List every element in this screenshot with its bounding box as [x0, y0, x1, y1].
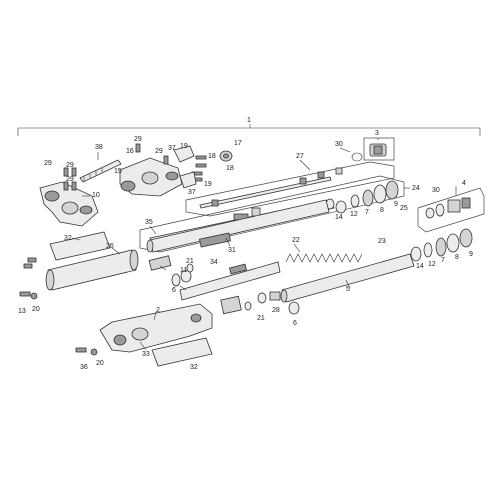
- label-38: 38: [95, 144, 103, 151]
- label-23: 23: [378, 238, 386, 245]
- label-12a: 12: [350, 211, 358, 218]
- label-35: 35: [145, 219, 153, 226]
- assembly-bracket: 1: [17, 117, 481, 136]
- label-28: 28: [272, 307, 280, 314]
- label-4: 4: [462, 180, 466, 187]
- label-18a: 18: [208, 153, 216, 160]
- label-6a: 6: [172, 287, 176, 294]
- label-12b: 12: [428, 261, 436, 268]
- label-14b: 14: [416, 263, 424, 270]
- fork-leg-components: [148, 255, 281, 301]
- label-19a: 19: [180, 143, 188, 150]
- label-32a: 32: [64, 235, 72, 242]
- tube-sleeve-upper: [49, 231, 111, 261]
- label-11: 11: [180, 267, 187, 274]
- label-6b: 6: [293, 320, 297, 327]
- label-9a: 9: [394, 201, 398, 208]
- label-37b: 37: [188, 189, 196, 196]
- outer-tube-left: [45, 249, 139, 291]
- label-31: 31: [228, 247, 236, 254]
- label-21b: 21: [257, 315, 265, 322]
- label-29e: 29: [155, 148, 163, 155]
- label-21a: 21: [186, 258, 194, 265]
- label-16: 16: [126, 148, 134, 155]
- label-14a: 14: [335, 214, 343, 221]
- clamp-bolts: [63, 167, 77, 191]
- label-7a: 7: [365, 209, 369, 216]
- label-29b: 29: [66, 162, 74, 169]
- fork-cap: [351, 137, 395, 162]
- part-labels: 38 29 29 29 10 29 16 15 29 37 19 18 17 1…: [18, 130, 473, 371]
- label-30a: 30: [335, 141, 343, 148]
- seal-set-upper: [335, 180, 399, 214]
- seal-set-right-box: [417, 187, 485, 233]
- label-20a: 20: [32, 306, 40, 313]
- steering-stem: [79, 159, 122, 183]
- lower-bushings: [220, 291, 300, 315]
- lower-triple-clamp: [39, 181, 99, 227]
- steering-nut-and-bolts: [173, 145, 233, 189]
- damper-rod-assembly: [185, 161, 395, 217]
- label-10: 10: [92, 192, 100, 199]
- label-29c: 29: [66, 176, 74, 183]
- upper-triple-clamp: [119, 143, 183, 197]
- label-9b: 9: [469, 251, 473, 258]
- leader-lines: [71, 138, 457, 351]
- label-32b: 32: [190, 364, 198, 371]
- fork-spring: [285, 253, 363, 263]
- label-27: 27: [296, 153, 304, 160]
- label-3: 3: [375, 130, 379, 137]
- label-7b: 7: [441, 257, 445, 264]
- label-29d: 29: [134, 136, 142, 143]
- label-20b: 20: [96, 360, 104, 367]
- label-29a: 29: [44, 160, 52, 167]
- label-25: 25: [400, 205, 408, 212]
- label-19b: 19: [204, 181, 212, 188]
- damper-cartridge: [146, 199, 330, 253]
- label-13: 13: [18, 308, 26, 315]
- label-8a: 8: [380, 207, 384, 214]
- label-5: 5: [346, 286, 350, 293]
- label-22: 22: [292, 237, 300, 244]
- label-24: 24: [412, 185, 420, 192]
- seal-set-lower: [410, 228, 473, 262]
- bracket-label: 1: [247, 117, 251, 124]
- label-37a: 37: [168, 145, 176, 152]
- label-2: 2: [156, 307, 160, 314]
- label-34: 34: [210, 259, 218, 266]
- label-30b: 30: [432, 187, 440, 194]
- axle-bolts: [75, 347, 98, 356]
- label-17: 17: [234, 140, 242, 147]
- label-15: 15: [114, 168, 122, 175]
- label-8b: 8: [455, 254, 459, 261]
- label-33: 33: [142, 351, 150, 358]
- lower-fork-leg: [99, 303, 213, 353]
- tube-sleeve-lower: [151, 337, 213, 367]
- left-clamp-bolts: [19, 257, 38, 300]
- label-36: 36: [80, 364, 88, 371]
- fork-inner-tube: [280, 253, 415, 303]
- label-26: 26: [106, 243, 114, 250]
- label-18b: 18: [226, 165, 234, 172]
